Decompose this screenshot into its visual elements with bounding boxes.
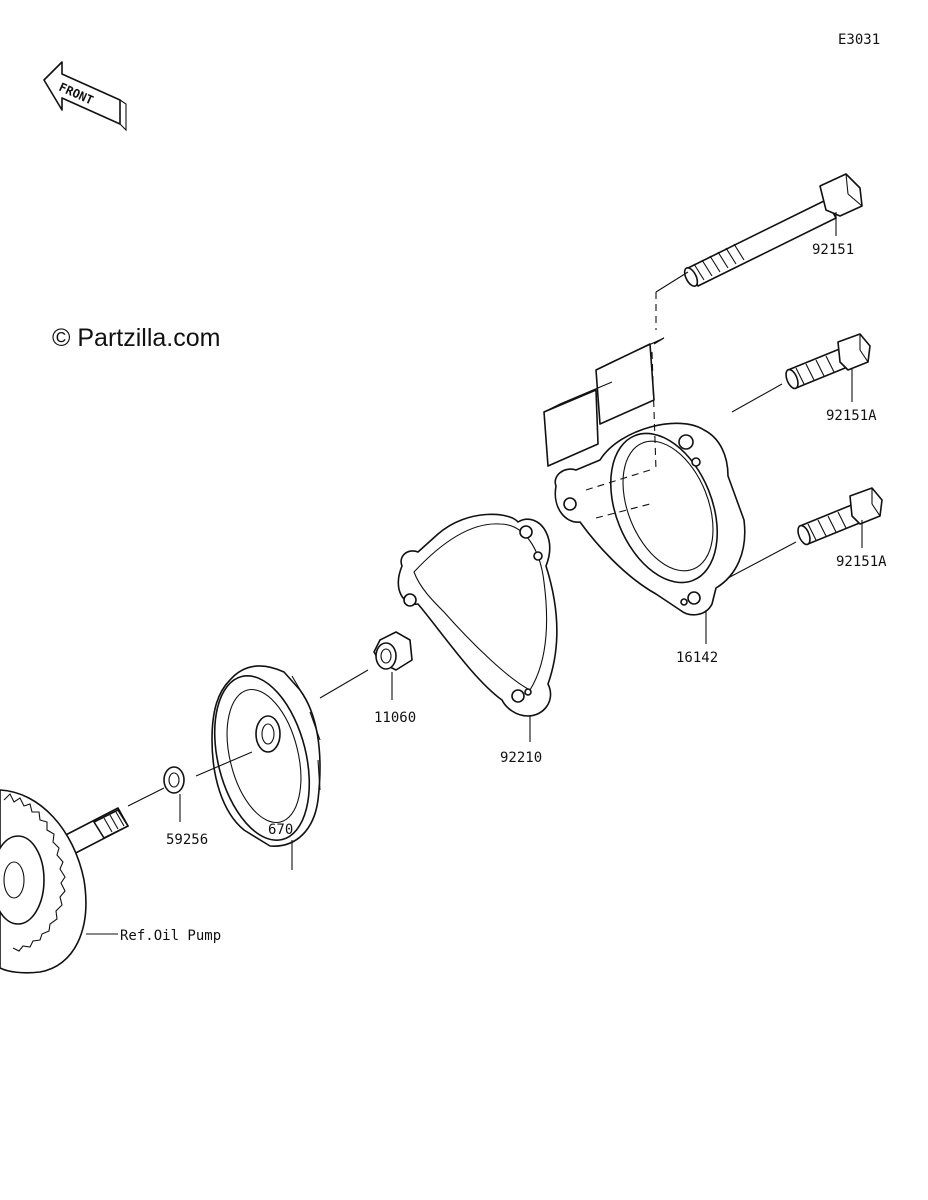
part-59256-impeller[interactable] [199,665,325,850]
part-16142-pump-cover[interactable] [543,337,746,616]
part-label-92210: 11060 [374,710,416,726]
part-11060-gasket[interactable] [397,513,558,717]
part-label-92151: 92151 [812,242,854,258]
part-label-92151A-upper: 92151A [826,408,877,424]
part-label-16142: 16142 [676,650,718,666]
reference-label: Ref.Oil Pump [120,928,221,944]
part-label-670: 59256 [166,832,208,848]
part-92210-nut[interactable] [373,631,413,671]
part-670-washer[interactable] [163,766,185,794]
part-label-59256: 670 [268,822,293,838]
part-label-11060: 92210 [500,750,542,766]
diagram-code: E3031 [838,32,880,48]
part-92151A-lower-bolt[interactable] [796,487,883,546]
front-arrow-icon: FRONT [43,61,127,132]
part-92151A-upper-bolt[interactable] [784,333,871,390]
watermark: © Partzilla.com [52,324,220,352]
oil-pump-gear-shaft [0,789,129,974]
part-92151-long-bolt[interactable] [682,173,863,288]
part-label-92151A-lower: 92151A [836,554,887,570]
